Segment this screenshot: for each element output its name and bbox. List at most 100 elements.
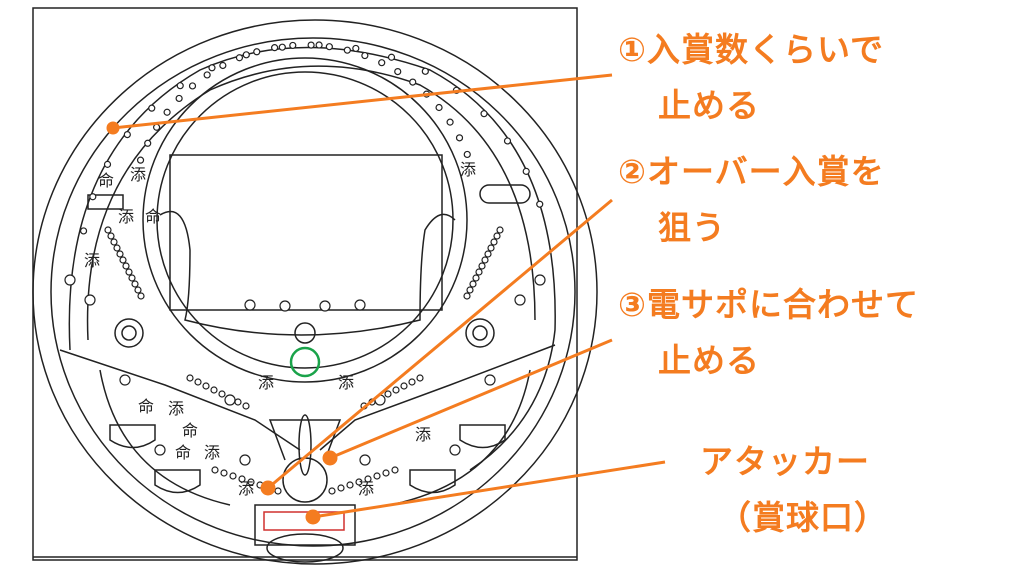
pin	[220, 469, 228, 477]
pin	[107, 232, 115, 240]
annotation-1-number: ①	[618, 30, 647, 69]
board-label-inochi: 命	[145, 207, 161, 226]
attacker-frame	[254, 504, 356, 546]
pin	[175, 94, 183, 103]
pin	[238, 475, 246, 483]
annotation-3-line2: 止める	[658, 341, 760, 380]
pin	[446, 118, 454, 126]
tulip	[298, 414, 312, 476]
warp-left	[59, 349, 301, 451]
pin	[119, 374, 131, 386]
start-chucker	[282, 457, 328, 503]
pin	[337, 484, 345, 492]
pin	[382, 469, 390, 477]
pin	[391, 466, 399, 474]
pin	[110, 238, 118, 246]
pin	[128, 274, 136, 282]
pin	[490, 238, 498, 246]
pin	[359, 454, 371, 466]
pin	[325, 43, 333, 51]
side-pocket	[87, 194, 124, 210]
lower-guide	[99, 369, 231, 506]
board-label-soe: 添	[460, 160, 476, 179]
pin	[239, 454, 251, 466]
pin	[354, 299, 366, 311]
annotation-2: ②オーバー入賞を 狙う	[618, 150, 885, 250]
pin	[481, 256, 489, 264]
outer-rail	[32, 19, 598, 565]
pin	[194, 378, 202, 386]
lcd-display	[169, 154, 443, 311]
pin	[478, 262, 486, 270]
guide-rail	[86, 65, 536, 341]
pin	[224, 394, 236, 406]
pin	[536, 200, 544, 208]
pin	[307, 41, 315, 49]
pin	[279, 300, 291, 312]
pin	[218, 390, 226, 398]
annotation-1-line2: 止める	[658, 86, 760, 125]
annotation-line-3	[329, 338, 613, 460]
annotation-line-2	[267, 198, 613, 490]
pin	[123, 130, 131, 139]
board-label-inochi: 命	[175, 443, 191, 462]
pin	[493, 232, 501, 240]
annotation-3: ③電サポに合わせて 止める	[618, 283, 919, 383]
inner-rail	[50, 37, 576, 547]
center-ball	[294, 322, 316, 344]
stage	[159, 210, 456, 336]
pin	[242, 402, 250, 410]
pin	[104, 226, 112, 234]
annotation-line-attacker	[312, 460, 666, 519]
board-label-soe: 添	[358, 479, 374, 498]
pin	[475, 268, 483, 276]
pin	[79, 227, 88, 235]
windmill-right-inner	[472, 325, 488, 341]
pin	[378, 59, 386, 67]
annotation-dot-3	[322, 450, 338, 466]
pin	[463, 150, 471, 159]
pin	[210, 386, 218, 394]
pin	[387, 53, 396, 61]
pin	[229, 472, 237, 480]
pin	[219, 61, 227, 70]
pin	[480, 110, 488, 118]
pin	[346, 481, 354, 489]
pin	[186, 374, 194, 382]
board-label-soe: 添	[415, 425, 431, 444]
pin	[289, 41, 297, 50]
pin	[154, 444, 166, 456]
pin	[247, 478, 255, 486]
green-rotate-icon	[289, 346, 321, 378]
windmill-left	[114, 318, 144, 348]
pin	[134, 286, 142, 294]
pin	[89, 193, 97, 201]
pin	[328, 487, 336, 495]
pin	[163, 108, 171, 116]
pin	[522, 167, 530, 175]
annotation-1-line1: 入賞数くらいで	[646, 30, 884, 69]
pin	[352, 44, 360, 53]
pin	[242, 51, 250, 59]
pin	[400, 382, 408, 390]
pin	[409, 78, 417, 86]
pin	[392, 386, 400, 394]
annotation-dot-1	[106, 121, 120, 135]
guide-rail	[68, 46, 556, 471]
attacker-title: アタッカー	[700, 442, 870, 481]
pin	[211, 466, 219, 474]
pin	[131, 280, 139, 288]
pocket	[459, 424, 506, 449]
pin	[202, 382, 210, 390]
board-label-inochi: 命	[138, 397, 154, 416]
pin	[136, 156, 145, 164]
pin	[122, 262, 130, 270]
pin	[278, 43, 286, 51]
pin	[466, 286, 474, 294]
board-frame	[32, 7, 578, 561]
warp-right	[319, 344, 556, 451]
annotation-2-number: ②	[618, 152, 647, 191]
board-label-soe: 添	[168, 399, 184, 418]
pin	[373, 472, 381, 480]
